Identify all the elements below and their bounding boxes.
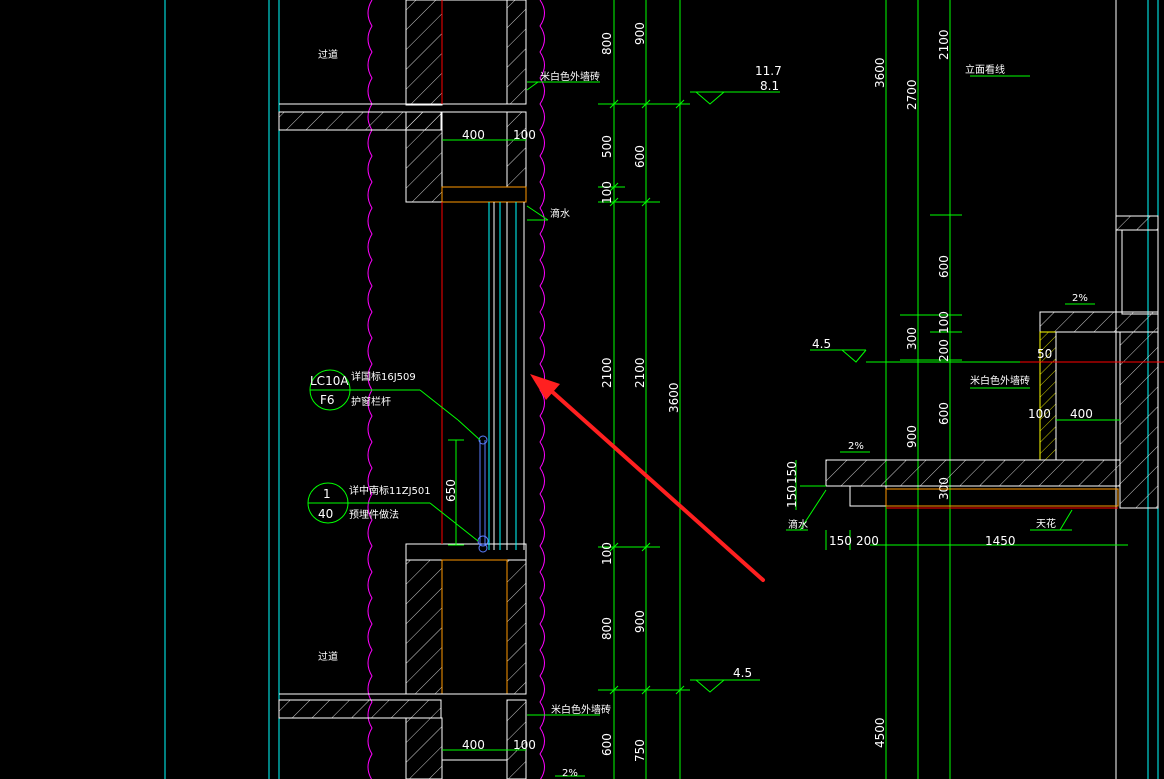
dim-canopy-w-1: 200 [856,534,879,548]
slope-marks: 2% 2% 2% [555,293,1095,779]
dim-rail-height: 650 [444,479,458,502]
dim-canopy-h-1: 150 [785,485,799,508]
window-railing [477,435,489,553]
window-frame [441,0,525,550]
dim-right-c3-1: 600 [937,255,951,278]
dim-lintel-bottom-gap: 100 [513,738,536,752]
elev-1-lower: 8.1 [760,79,779,93]
dim-canopy-w-2: 1450 [985,534,1016,548]
dim-right-c2-1: 300 [905,327,919,350]
callout-embedded: 1 40 详中南标11ZJ501 预埋件做法 [307,482,479,542]
floor-slab-top [278,0,527,203]
dim-col1-6: 600 [600,733,614,756]
room-label-top: 过道 [318,48,338,61]
dim-col1-2: 100 [600,181,614,204]
wall-note-right-top: 立面看线 [965,63,1005,76]
wall-note-right: 米白色外墙砖 [970,374,1030,387]
ceiling-label: 天花 [1036,517,1056,530]
callout-1-line1: 详国标16J509 [351,370,416,383]
dim-col2-3: 900 [633,610,647,633]
dim-col2-4: 750 [633,739,647,762]
dim-right-c1-0: 3600 [873,57,887,88]
dim-right-c2-0: 2700 [905,79,919,110]
dim-col1-5: 800 [600,617,614,640]
callout-2-line1: 详中南标11ZJ501 [349,484,431,497]
wall-note-bottom: 米白色外墙砖 [551,703,611,716]
callout-2-ref-bottom: 40 [318,507,333,521]
elev-3-upper: 4.5 [733,666,752,680]
canopy-detail [795,215,1164,550]
left-dimensions [442,139,526,751]
dim-col3-0: 3600 [667,382,681,413]
elev-1-upper: 11.7 [755,64,782,78]
dim-lintel-bottom: 400 [462,738,485,752]
room-label-bottom: 过道 [318,650,338,663]
dim-col2-1: 600 [633,145,647,168]
dim-right-c1-1: 4500 [873,717,887,748]
callout-railing: LC10A F6 详国标16J509 护窗栏杆 [309,369,481,441]
callout-1-line2: 护窗栏杆 [351,395,391,408]
slope-label-2: 2% [562,768,578,779]
floor-slab-bottom [278,543,527,779]
dim-lintel-top-gap: 100 [513,128,536,142]
dim-canopy-w-0: 150 [829,534,852,548]
slope-label-0: 2% [1072,293,1088,304]
dim-col1-4: 100 [600,542,614,565]
wall-note-top: 米白色外墙砖 [540,70,600,83]
middle-dim-lines [598,0,690,779]
elevation-marker-3: 4.5 [690,666,760,693]
slope-label-1: 2% [848,441,864,452]
callout-1-ref-top: LC10A [310,374,349,388]
dim-col2-0: 900 [633,22,647,45]
elevation-marker-2: 4.5 [810,337,1040,363]
dim-canopy-h-0: 150 [785,461,799,484]
dim-col1-1: 500 [600,135,614,158]
dim-col1-0: 800 [600,32,614,55]
elevation-marker-1: 11.7 8.1 [690,64,782,105]
dim-canopy-100: 100 [1028,407,1051,421]
dim-right-c2-2: 900 [905,425,919,448]
dim-right-c3-4: 600 [937,402,951,425]
callout-2-ref-top: 1 [323,487,331,501]
dim-right-c3-0: 2100 [937,29,951,60]
dim-lintel-top: 400 [462,128,485,142]
dim-right-c3-3: 200 [937,339,951,362]
drip-label-left: 滴水 [550,207,570,220]
dim-right-c3-2: 100 [937,311,951,334]
dim-col2-2: 2100 [633,357,647,388]
wall-note-leaders [526,75,1073,716]
annotation-arrow [530,374,765,582]
dim-canopy-50: 50 [1037,347,1052,361]
dim-col1-3: 2100 [600,357,614,388]
callout-2-line2: 预埋件做法 [349,508,399,521]
dim-canopy-400: 400 [1070,407,1093,421]
callout-1-ref-bottom: F6 [320,393,335,407]
drip-label-right: 滴水 [788,518,808,531]
elev-2-upper: 4.5 [812,337,831,351]
dim-ticks [609,99,685,695]
